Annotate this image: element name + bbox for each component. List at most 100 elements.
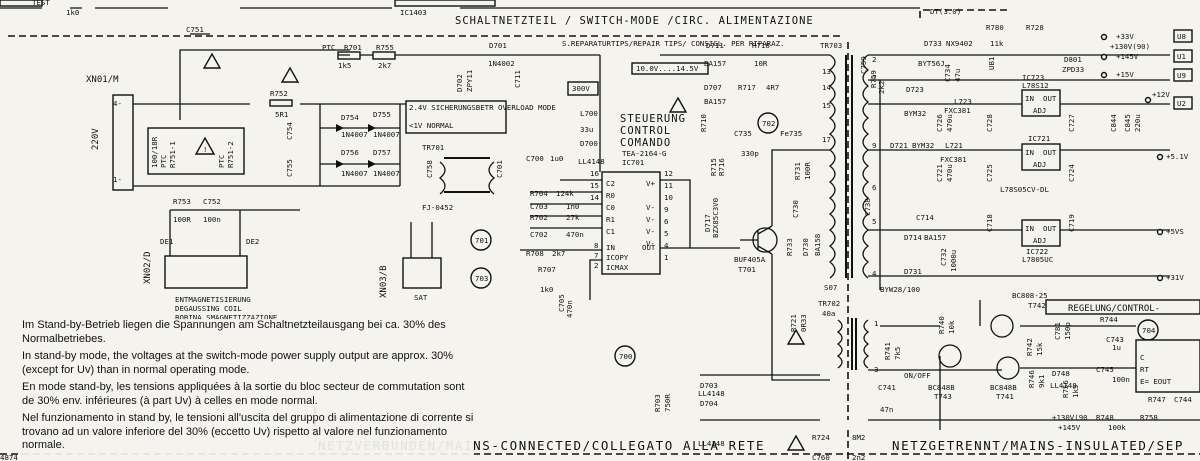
svg-text:C703: C703 [530,202,548,211]
svg-text:C724: C724 [1067,164,1076,182]
svg-text:150p: 150p [1063,322,1072,340]
svg-text:D701: D701 [489,41,507,50]
svg-text:PTC: PTC [322,43,335,52]
svg-text:C738: C738 [863,198,872,216]
svg-text:C1: C1 [606,227,615,236]
svg-text:6: 6 [664,217,668,226]
svg-text:TR702: TR702 [818,299,840,308]
svg-text:10.0V....14.5V: 10.0V....14.5V [636,64,699,73]
svg-text:1N4007: 1N4007 [341,169,368,178]
svg-text:R707: R707 [538,265,556,274]
bridge-rectifier: D754 1N4007 D755 1N4007 D756 1N4007 D757… [285,103,420,187]
test-points: 701 702 703 704 700 [470,112,1159,367]
svg-text:47n: 47n [880,405,893,414]
svg-text:40a: 40a [822,309,835,318]
svg-text:4: 4 [872,269,877,278]
svg-text:PTC: PTC [217,155,226,168]
svg-text:FJ-0452: FJ-0452 [422,203,453,212]
ptc-r701: PTC R701 R755 1k5 2k7 C751 [186,25,600,70]
svg-text:2n2: 2n2 [852,453,865,461]
svg-text:14: 14 [822,83,831,92]
svg-text:33u: 33u [580,125,593,134]
mains-voltage: 220V [91,128,101,150]
svg-text:2: 2 [594,261,598,270]
svg-text:27k: 27k [566,213,580,222]
svg-text:R701: R701 [344,43,362,52]
svg-text:STEUERUNG: STEUERUNG [620,113,686,125]
svg-text:C781: C781 [1053,322,1062,340]
svg-text:BC848B: BC848B [990,383,1017,392]
svg-text:V-: V- [646,215,655,224]
svg-text:C760: C760 [812,453,830,461]
svg-text:R716: R716 [717,158,726,176]
svg-text:Fe735: Fe735 [780,129,802,138]
svg-text:BYM32: BYM32 [912,141,934,150]
ic701-pin-numbers: 16 15 14 12 11 10 9 8 7 6 5 4 2 1 [590,169,673,270]
svg-text:TEA-2164-G: TEA-2164-G [622,149,667,158]
footer-mains-insulated: NETZGETRENNT/MAINS-INSULATED/SEP [892,438,1184,453]
svg-text:C: C [1140,353,1144,362]
svg-text:470n: 470n [566,230,584,239]
svg-text:FXC381: FXC381 [944,106,971,115]
svg-text:R752: R752 [270,89,288,98]
svg-text:1N4007: 1N4007 [341,130,368,139]
svg-text:300V: 300V [572,84,590,93]
svg-text:DEGAUSSING COIL: DEGAUSSING COIL [175,304,242,313]
svg-text:124k: 124k [556,189,574,198]
svg-text:470n: 470n [565,300,574,318]
svg-text:4: 4 [664,241,669,250]
mains-input-section: XN01/M 4- 1- 220V 100/18R PTC R751-1 PTC… [86,49,350,191]
svg-text:L78S12: L78S12 [1022,81,1049,90]
r1k0-label: 1k0 [66,8,79,17]
svg-text:C728: C728 [985,114,994,132]
corner-ref: 4874 [0,453,18,461]
svg-text:FXC381: FXC381 [940,155,967,164]
svg-text:9: 9 [872,141,876,150]
ic701-chip [601,171,661,275]
svg-text:700: 700 [619,352,632,361]
t743-transistor [938,344,962,368]
svg-text:4-: 4- [113,99,122,108]
svg-text:ICOPY: ICOPY [606,253,629,262]
svg-text:IN: IN [1025,94,1034,103]
svg-text:+31V: +31V [1166,273,1184,282]
svg-text:R780: R780 [986,23,1004,32]
svg-text:L723: L723 [954,97,972,106]
svg-text:750R: 750R [663,394,672,412]
svg-text:BC848B: BC848B [928,383,955,392]
warning-icon [786,434,806,451]
svg-text:D730: D730 [801,238,810,256]
svg-text:REGELUNG/CONTROL-: REGELUNG/CONTROL- [1068,304,1160,314]
xn01-label: XN01/M [86,75,119,85]
svg-text:7: 7 [872,73,876,82]
svg-text:BZX85C3V0: BZX85C3V0 [711,198,720,238]
svg-text:C2: C2 [606,179,615,188]
svg-text:+130V(90): +130V(90) [1110,42,1150,51]
svg-text:C714: C714 [916,213,934,222]
svg-text:6: 6 [872,183,876,192]
svg-text:10R: 10R [754,59,768,68]
svg-text:5: 5 [664,229,668,238]
svg-text:1: 1 [874,319,878,328]
svg-text:R740: R740 [937,316,946,334]
svg-text:1000u: 1000u [949,250,958,272]
svg-text:D755: D755 [373,110,391,119]
ic701-left-pins: C2 R0 C0 R1 C1 IN ICOPY ICMAX [606,179,629,272]
svg-text:100R: 100R [803,162,812,180]
svg-text:!: ! [203,145,207,154]
svg-text:R702: R702 [530,213,548,222]
standby-note: Im Stand-by-Betrieb liegen die Spannunge… [22,319,474,457]
svg-text:10: 10 [664,193,673,202]
regulator-ic [1135,339,1200,393]
svg-text:T743: T743 [934,392,952,401]
xn02-connector [164,255,248,289]
top-left-ref: TEST [32,0,50,7]
ic721-chip [1021,143,1061,171]
svg-text:S.REPARATURTIPS/REPAIR TIPS/ C: S.REPARATURTIPS/REPAIR TIPS/ CONSIGL. PE… [562,39,784,48]
svg-text:4R7: 4R7 [766,83,779,92]
tr703-transformer: TR703 13 14 15 17 S07 2 7 9 6 5 4 [820,41,877,292]
t742-transistor [990,314,1014,338]
svg-text:R704: R704 [530,189,548,198]
svg-text:1N4007: 1N4007 [373,169,400,178]
